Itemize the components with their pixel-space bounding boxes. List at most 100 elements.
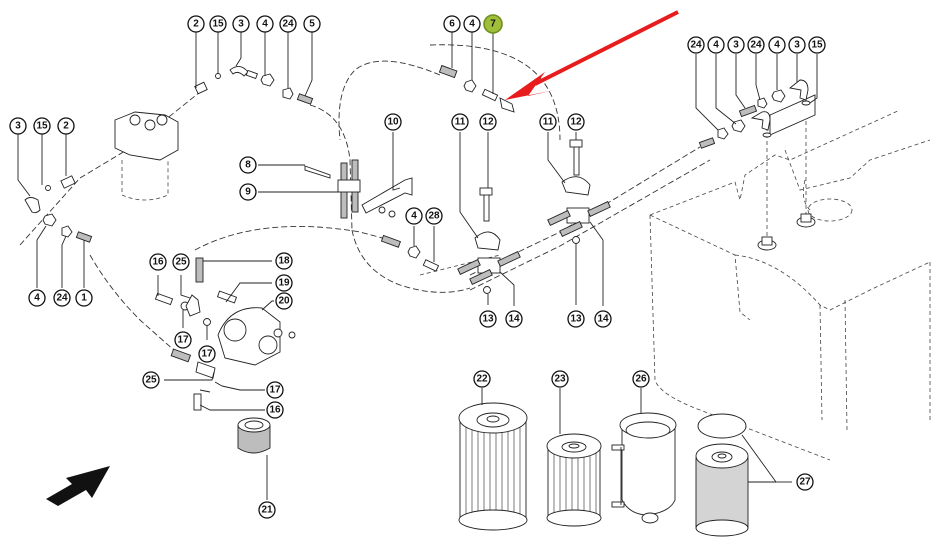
svg-text:12: 12 [482,117,494,128]
left-fittings [24,175,93,243]
callout-4[interactable]: 4 [256,15,274,33]
svg-text:7: 7 [490,19,496,30]
svg-text:8: 8 [245,160,251,171]
svg-text:18: 18 [278,256,290,267]
top-left-fittings [194,66,314,105]
callout-8[interactable]: 8 [239,156,257,174]
callout-1[interactable]: 1 [75,289,93,307]
callout-15[interactable]: 15 [808,36,826,54]
svg-text:4: 4 [469,19,475,30]
svg-text:6: 6 [449,19,455,30]
callout-15[interactable]: 15 [209,15,227,33]
clamp-assembly-right [547,139,611,244]
callout-27[interactable]: 27 [796,473,814,491]
callout-25[interactable]: 25 [172,253,190,271]
callout-3[interactable]: 3 [788,36,806,54]
callout-18[interactable]: 18 [275,252,293,270]
callout-12[interactable]: 12 [567,113,585,131]
svg-text:25: 25 [145,375,157,386]
svg-text:3: 3 [794,40,800,51]
feed-pump-assembly [154,257,296,454]
callout-6[interactable]: 6 [443,15,461,33]
svg-text:23: 23 [554,374,566,385]
callout-13[interactable]: 13 [567,310,585,328]
leader-lines [17,32,818,500]
svg-text:9: 9 [245,187,251,198]
callout-24[interactable]: 24 [53,289,71,307]
svg-text:25: 25 [175,257,187,268]
svg-text:19: 19 [278,278,290,289]
callout-17[interactable]: 17 [198,345,216,363]
filter-22 [458,402,528,531]
callout-24[interactable]: 24 [747,36,765,54]
callout-24[interactable]: 24 [687,36,705,54]
svg-text:4: 4 [774,40,780,51]
svg-text:10: 10 [387,117,399,128]
callout-4[interactable]: 4 [768,36,786,54]
top-right-fittings [698,79,811,149]
callout-24[interactable]: 24 [279,15,297,33]
callout-26[interactable]: 26 [632,370,650,388]
callout-17[interactable]: 17 [174,331,192,349]
svg-text:14: 14 [508,314,520,325]
svg-text:24: 24 [690,40,702,51]
callout-11[interactable]: 11 [539,113,557,131]
callouts: 2 15 3 4 24 5 6 4 7 24 4 3 24 4 3 15 3 1… [9,14,826,519]
callout-4[interactable]: 4 [28,289,46,307]
svg-text:16: 16 [269,405,281,416]
clamp-assembly-left [457,187,521,294]
callout-14[interactable]: 14 [505,310,523,328]
callout-13[interactable]: 13 [479,310,497,328]
callout-16[interactable]: 16 [149,253,167,271]
callout-11[interactable]: 11 [451,113,469,131]
callout-25[interactable]: 25 [142,371,160,389]
filter-bowl-26 [611,412,677,524]
red-arrow-icon [505,10,679,100]
filter-23 [546,433,602,527]
svg-text:15: 15 [212,19,224,30]
callout-17[interactable]: 17 [266,381,284,399]
svg-text:22: 22 [476,374,488,385]
callout-23[interactable]: 23 [551,370,569,388]
callout-19[interactable]: 19 [275,274,293,292]
callout-28[interactable]: 28 [425,207,443,225]
svg-text:4: 4 [34,293,40,304]
svg-text:24: 24 [56,293,68,304]
callout-3[interactable]: 3 [727,36,745,54]
bracket-assembly [304,159,440,272]
callout-15[interactable]: 15 [33,117,51,135]
svg-text:4: 4 [713,40,719,51]
svg-text:26: 26 [635,374,647,385]
callout-4[interactable]: 4 [707,36,725,54]
fuel-tank [649,94,931,461]
callout-14[interactable]: 14 [594,310,612,328]
svg-text:24: 24 [282,19,294,30]
callout-20[interactable]: 20 [275,292,293,310]
callout-5[interactable]: 5 [303,15,321,33]
callout-10[interactable]: 10 [384,113,402,131]
svg-text:17: 17 [269,385,281,396]
callout-9[interactable]: 9 [239,183,257,201]
callout-21[interactable]: 21 [258,501,276,519]
callout-4[interactable]: 4 [405,207,423,225]
callout-16[interactable]: 16 [266,401,284,419]
callout-3[interactable]: 3 [232,15,250,33]
callout-3[interactable]: 3 [9,117,27,135]
svg-text:4: 4 [262,19,268,30]
svg-text:2: 2 [193,19,199,30]
svg-text:21: 21 [261,505,273,516]
svg-text:4: 4 [411,211,417,222]
top-center-fittings [438,64,515,113]
svg-text:20: 20 [278,296,290,307]
svg-text:5: 5 [309,19,315,30]
callout-12[interactable]: 12 [479,113,497,131]
callout-22[interactable]: 22 [473,370,491,388]
svg-text:11: 11 [455,117,466,128]
callout-4[interactable]: 4 [463,15,481,33]
callout-2[interactable]: 2 [57,117,75,135]
svg-text:3: 3 [15,121,21,132]
callout-2[interactable]: 2 [187,15,205,33]
callout-7-highlighted[interactable]: 7 [483,14,503,34]
svg-text:2: 2 [63,121,69,132]
